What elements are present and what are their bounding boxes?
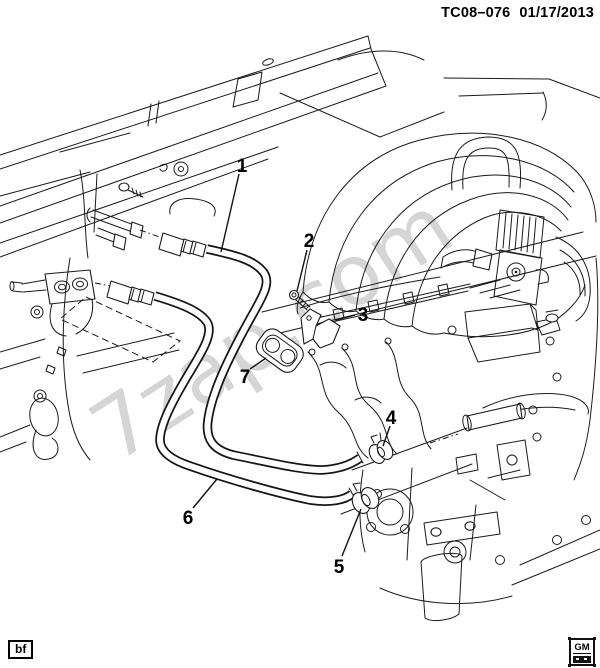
throttle-body	[440, 209, 591, 322]
heater-pipes	[86, 207, 144, 251]
quick-connect-fitting-lower	[106, 280, 155, 306]
drawing-header: TC08–076 01/17/2013	[432, 5, 594, 21]
callout-1-leader	[220, 173, 240, 253]
callout-3: 3	[358, 305, 369, 326]
drawing-code: TC08–076	[441, 5, 511, 21]
engine-right-block	[447, 257, 599, 481]
pipe-bracket	[9, 269, 96, 337]
heater-hose-inlet	[202, 244, 364, 475]
lifting-hook	[451, 136, 522, 191]
callout-7-leader	[249, 357, 267, 370]
callout-7: 7	[240, 367, 251, 388]
hose1-axis-line	[351, 427, 468, 471]
retainer-part-7	[255, 328, 304, 373]
engine-lower	[359, 467, 600, 622]
callout-4: 4	[386, 408, 397, 429]
callout-6-leader	[192, 478, 218, 509]
quick-connect-fitting-upper	[158, 232, 207, 258]
spring-clamp-5	[351, 482, 380, 514]
alignment-line-lower	[94, 282, 111, 287]
spring-clamp-4	[368, 432, 394, 464]
alignment-line-upper	[139, 229, 166, 240]
screw-detail	[118, 182, 144, 198]
hose1-axis-dash	[429, 433, 459, 444]
callout-3-leader	[335, 314, 356, 321]
callout-4-leader	[382, 425, 391, 447]
callout-2: 2	[304, 231, 315, 252]
washer-detail	[159, 161, 189, 177]
callout-1: 1	[237, 156, 248, 177]
alignment-parallelogram	[59, 296, 181, 363]
callout-5: 5	[334, 557, 345, 578]
gm-logo-bar	[573, 656, 591, 663]
callout-2-leader	[296, 249, 308, 292]
cowl-panels	[279, 50, 600, 138]
callout-6: 6	[183, 508, 194, 529]
firewall-left-body	[0, 132, 279, 461]
frame-rail	[0, 35, 387, 224]
bracket-part-3	[300, 308, 341, 349]
drawing-date: 01/17/2013	[519, 5, 594, 21]
sheet-code-box: bf	[8, 640, 34, 659]
gm-logo-text: GM	[573, 642, 591, 654]
gm-logo: GM	[568, 637, 596, 667]
callout-leaders	[192, 173, 391, 557]
intake-manifold	[296, 132, 597, 338]
callout-5-leader	[341, 508, 362, 557]
